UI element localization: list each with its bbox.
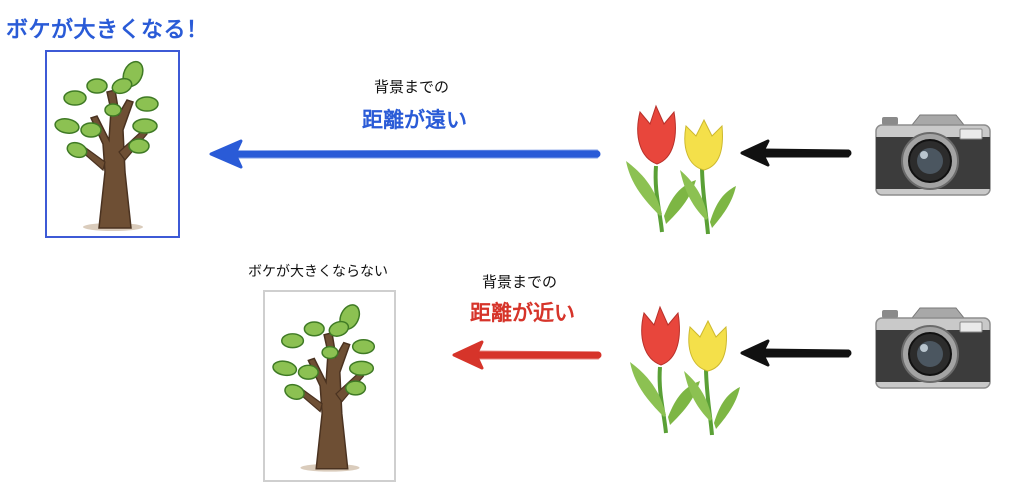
camera-icon (875, 114, 991, 196)
distance-far-label: 距離が遠い (362, 108, 467, 132)
blur-small-title: ボケが大きくならない (248, 264, 388, 280)
arrow-left-icon (209, 139, 601, 169)
background-tree-frame-far (45, 50, 180, 238)
arrow-left-icon (740, 139, 852, 167)
arrow-left-icon (740, 339, 852, 367)
tulip-icon (626, 104, 736, 235)
camera-icon (875, 307, 991, 389)
tree-icon (272, 304, 376, 472)
distance-label-prefix-far: 背景までの (374, 78, 450, 96)
distance-label-prefix-near: 背景までの (482, 273, 558, 291)
blur-large-title: ボケが大きくなる！ (6, 18, 209, 43)
background-tree-frame-near (263, 290, 396, 482)
tree-icon (54, 60, 159, 231)
tulip-icon (630, 305, 740, 436)
arrow-left-icon (452, 340, 602, 370)
distance-near-label: 距離が近い (470, 301, 575, 325)
